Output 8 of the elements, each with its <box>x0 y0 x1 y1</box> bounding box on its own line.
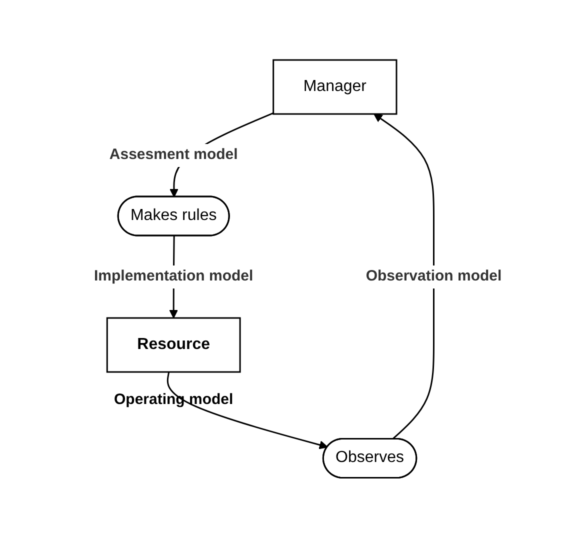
edge-label: Observation model <box>366 267 502 284</box>
edge-label: Assesment model <box>110 146 238 163</box>
arrow <box>167 372 328 449</box>
node-box: Manager <box>272 59 398 114</box>
node-label: Operating model <box>114 390 234 408</box>
node-box: Resource <box>106 317 241 372</box>
edge-label: Implementation model <box>94 267 254 284</box>
arrow <box>374 113 435 440</box>
